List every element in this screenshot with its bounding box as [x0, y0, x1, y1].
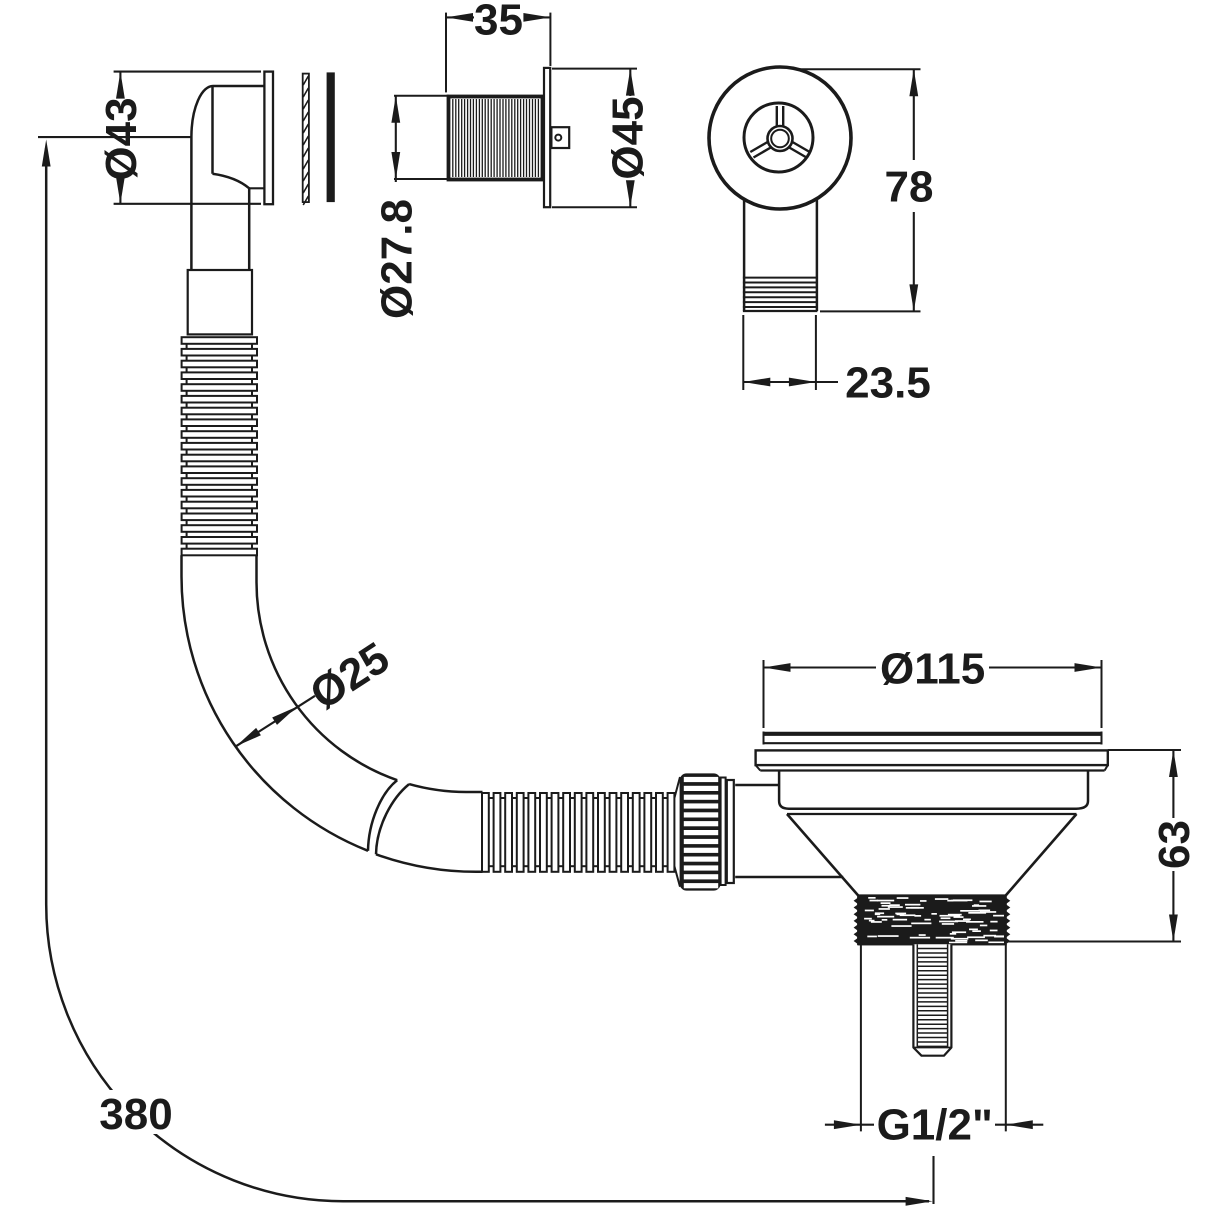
svg-text:23.5: 23.5 [845, 359, 931, 408]
svg-text:Ø27.8: Ø27.8 [373, 199, 422, 319]
svg-text:35: 35 [474, 0, 523, 45]
svg-text:78: 78 [885, 163, 934, 212]
svg-text:G1/2": G1/2" [877, 1100, 993, 1149]
svg-text:Ø43: Ø43 [97, 97, 146, 180]
svg-text:Ø115: Ø115 [880, 644, 985, 693]
svg-text:63: 63 [1150, 820, 1199, 869]
svg-text:380: 380 [99, 1090, 172, 1139]
svg-text:Ø45: Ø45 [604, 96, 653, 179]
